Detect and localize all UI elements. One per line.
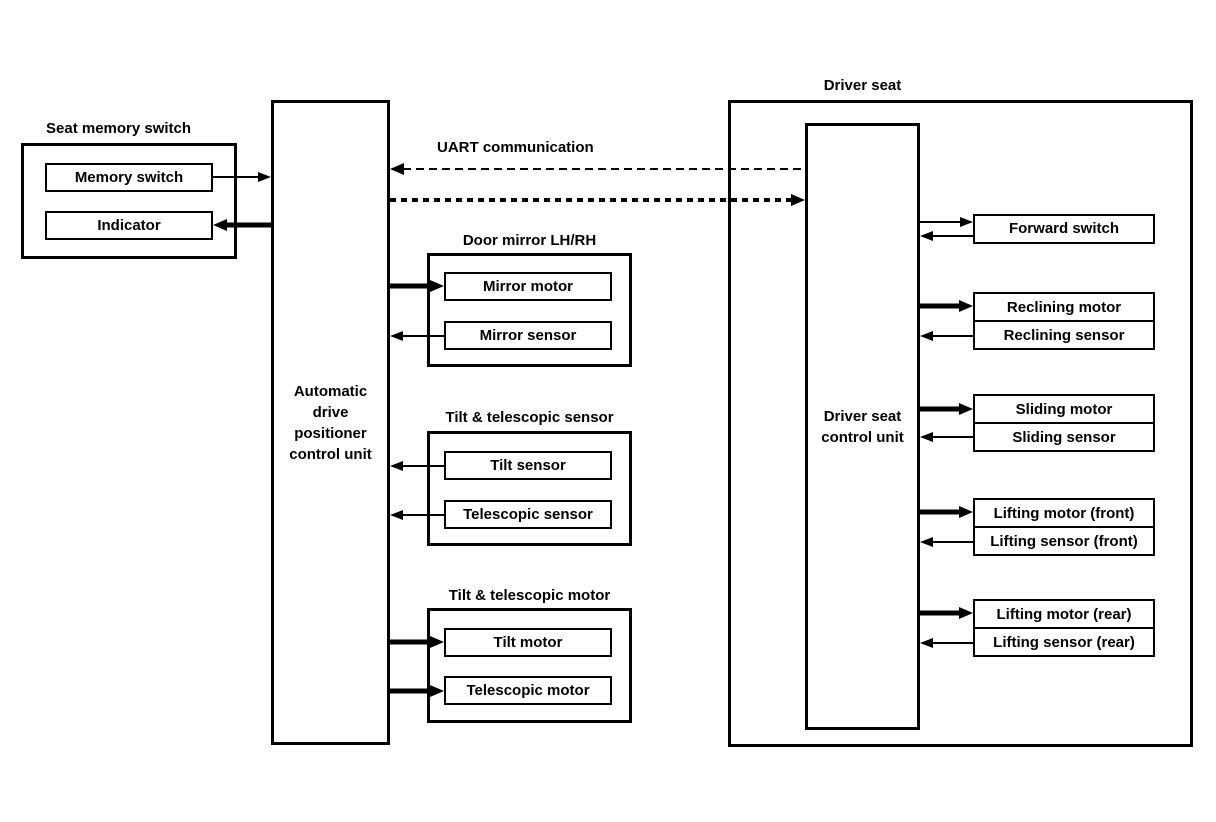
- telescopic-motor-label: Telescopic motor: [466, 681, 590, 699]
- forward-switch-box: Forward switch: [973, 214, 1155, 244]
- lifting-front-motor-sensor-box: Lifting motor (front) Lifting sensor (fr…: [973, 498, 1155, 556]
- sliding-motor-label: Sliding motor: [975, 396, 1153, 424]
- adp-control-unit-box: Automatic drive positioner control unit: [271, 100, 390, 745]
- mirror-sensor-label: Mirror sensor: [479, 326, 577, 344]
- reclining-motor-label: Reclining motor: [975, 294, 1153, 322]
- driver-seat-control-unit-label-line2: control unit: [821, 428, 904, 446]
- lifting-sensor-front-label: Lifting sensor (front): [990, 532, 1138, 550]
- mirror-motor-box: Mirror motor: [444, 272, 612, 301]
- tilt-sensor-box: Tilt sensor: [444, 451, 612, 480]
- adp-control-unit-label-line3: positioner: [294, 424, 367, 442]
- seat-memory-group-title: Seat memory switch: [46, 120, 192, 137]
- tilt-telescopic-motor-group-box: [427, 608, 632, 723]
- driver-seat-control-unit-label-line1: Driver seat: [823, 407, 902, 425]
- indicator-label: Indicator: [97, 216, 161, 234]
- tilt-sensor-label: Tilt sensor: [490, 456, 566, 474]
- tilt-telescopic-sensor-group-title: Tilt & telescopic sensor: [445, 409, 614, 426]
- tilt-telescopic-sensor-group-box: [427, 431, 632, 546]
- driver-seat-group-title: Driver seat: [823, 77, 902, 94]
- mirror-motor-label: Mirror motor: [483, 277, 573, 295]
- telescopic-sensor-label: Telescopic sensor: [463, 505, 593, 523]
- uart-communication-label: UART communication: [437, 139, 594, 156]
- lifting-motor-front-label: Lifting motor (front): [975, 500, 1153, 528]
- tilt-motor-label: Tilt motor: [493, 633, 563, 651]
- sliding-motor-sensor-box: Sliding motor Sliding sensor: [973, 394, 1155, 452]
- adp-control-unit-label-line2: drive: [312, 403, 349, 421]
- driver-seat-group-box: [728, 100, 1193, 747]
- memory-switch-label: Memory switch: [74, 168, 184, 186]
- telescopic-motor-box: Telescopic motor: [444, 676, 612, 705]
- seat-memory-group-box: [21, 143, 237, 259]
- driver-seat-control-unit-box: Driver seat control unit: [805, 123, 920, 730]
- adp-control-unit-label-line4: control unit: [289, 445, 372, 463]
- sliding-sensor-label: Sliding sensor: [1012, 428, 1116, 446]
- reclining-sensor-label: Reclining sensor: [1003, 326, 1125, 344]
- indicator-box: Indicator: [45, 211, 213, 240]
- door-mirror-group-title: Door mirror LH/RH: [462, 232, 597, 249]
- mirror-sensor-box: Mirror sensor: [444, 321, 612, 350]
- memory-switch-box: Memory switch: [45, 163, 213, 192]
- lifting-sensor-rear-label: Lifting sensor (rear): [993, 633, 1135, 651]
- lifting-rear-motor-sensor-box: Lifting motor (rear) Lifting sensor (rea…: [973, 599, 1155, 657]
- forward-switch-label: Forward switch: [1008, 220, 1120, 238]
- telescopic-sensor-box: Telescopic sensor: [444, 500, 612, 529]
- tilt-telescopic-motor-group-title: Tilt & telescopic motor: [448, 587, 611, 604]
- reclining-motor-sensor-box: Reclining motor Reclining sensor: [973, 292, 1155, 350]
- tilt-motor-box: Tilt motor: [444, 628, 612, 657]
- door-mirror-group-box: [427, 253, 632, 367]
- adp-control-unit-label-line1: Automatic: [293, 382, 368, 400]
- lifting-motor-rear-label: Lifting motor (rear): [975, 601, 1153, 629]
